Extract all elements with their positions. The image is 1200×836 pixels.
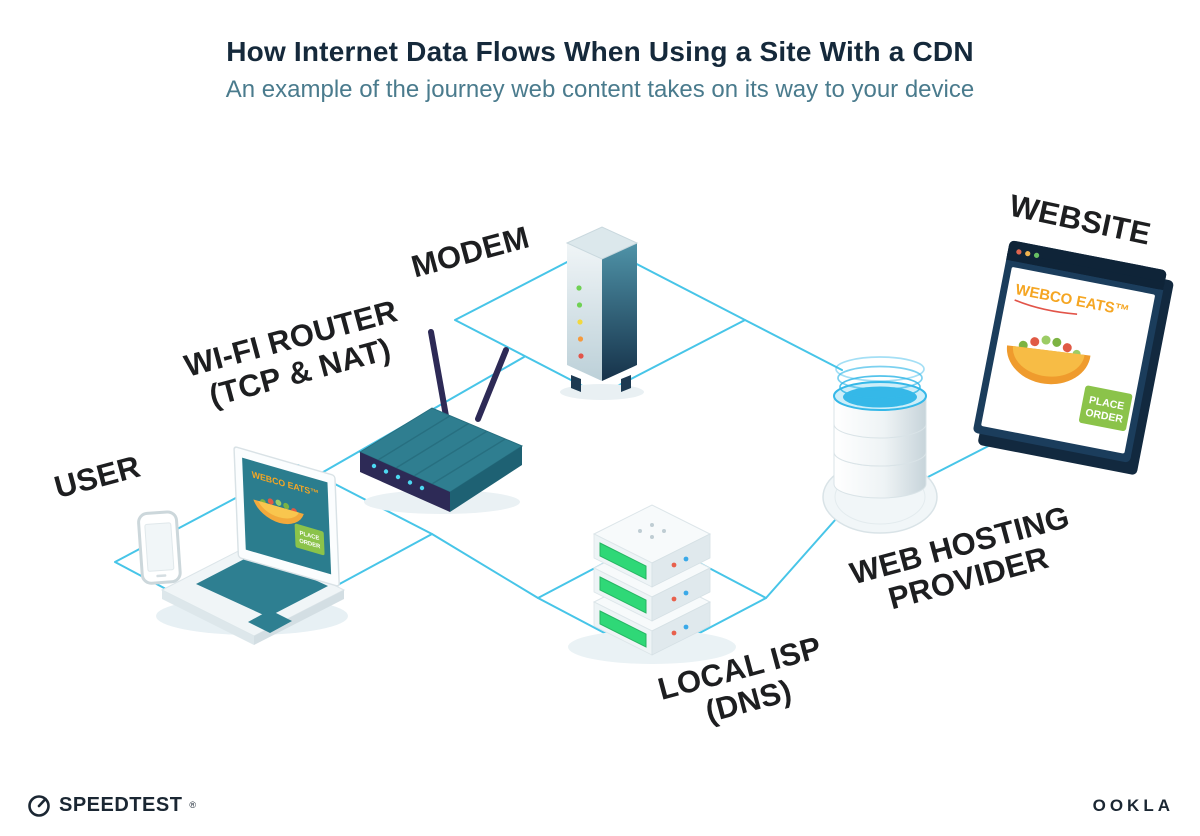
link-modem-to-hosting: [744, 319, 843, 371]
router-front-face: [360, 452, 450, 512]
router-side-face: [450, 446, 522, 512]
led-dot: [683, 624, 689, 630]
laptop-keyboard: [196, 553, 328, 617]
router-led-lights: [371, 463, 425, 491]
place-order-button: [1078, 385, 1133, 432]
registered-mark: ®: [189, 800, 197, 810]
label-router: WI-FI ROUTER (TCP & NAT): [181, 293, 401, 413]
server-led-bar: [599, 542, 647, 580]
led-dot: [383, 469, 389, 474]
modem-foot: [621, 375, 631, 392]
label-website: WEBSITE: [1006, 188, 1153, 252]
ookla-logo: OOKLA: [1093, 796, 1174, 816]
label-user: USER: [51, 449, 144, 505]
ookla-wordmark: OOKLA: [1092, 796, 1174, 815]
led-dot: [577, 336, 584, 342]
laptop-order-button: [294, 523, 325, 556]
speedtest-logo: SPEEDTEST ®: [26, 792, 196, 818]
led-dot: [577, 319, 583, 325]
web-hosting-illustration: [822, 356, 938, 534]
led-dot: [395, 474, 401, 480]
page-title: How Internet Data Flows When Using a Sit…: [226, 36, 974, 67]
brand-underline: [1014, 299, 1078, 315]
link-isp-to-hosting: [765, 518, 837, 599]
server-led-bar: [599, 610, 647, 648]
phone-screen: [144, 522, 175, 572]
server-led-bar: [599, 576, 647, 614]
taco-icon: [253, 498, 304, 525]
modem-illustration: [560, 226, 644, 400]
wifi-router-illustration: [358, 329, 524, 514]
router-antenna-left: [428, 329, 449, 419]
modem-status-leds: [576, 285, 584, 359]
led-dot: [671, 630, 677, 636]
link-laptop-to-isp: [431, 533, 539, 599]
led-dot: [683, 556, 689, 562]
led-dot: [576, 302, 583, 308]
user-device-illustration: WEBCO EATS™ PLACE ORDER: [137, 446, 348, 645]
led-dot: [576, 285, 582, 291]
led-dot: [671, 596, 677, 602]
modem-right-face: [602, 243, 637, 381]
modem-left-face: [567, 243, 602, 381]
laptop-screen: WEBCO EATS™ PLACE ORDER: [233, 446, 340, 587]
window-control-dots: [1016, 249, 1040, 258]
water-surface: [843, 386, 917, 408]
router-antenna-right: [475, 347, 509, 422]
laptop-base: [160, 543, 346, 645]
modem-top-face: [565, 226, 639, 260]
website-browser-illustration: WEBCO EATS™ PLACE ORDER: [973, 240, 1174, 475]
led-dot: [683, 590, 689, 596]
led-dot: [371, 463, 377, 469]
server-top-vents: [638, 523, 666, 539]
speedtest-gauge-icon: [28, 795, 50, 817]
phone-home-bar: [156, 574, 167, 578]
led-dot: [671, 562, 677, 568]
modem-foot: [571, 375, 581, 392]
laptop-order-button-line1: PLACE: [300, 531, 320, 543]
laptop-trackpad: [248, 610, 292, 633]
speedtest-wordmark: SPEEDTEST: [59, 793, 183, 816]
page-subtitle: An example of the journey web content ta…: [225, 76, 975, 103]
signal-rings: [835, 356, 925, 399]
led-dot: [407, 480, 413, 485]
led-dot: [419, 485, 425, 491]
server-unit: [592, 504, 712, 588]
browser-top-bar-fill: [1006, 251, 1165, 291]
database-cylinder-open: [833, 381, 927, 439]
isp-server-illustration: [568, 504, 736, 664]
taco-icon: [1006, 335, 1091, 385]
led-dot: [578, 353, 584, 359]
smartphone-icon: [137, 510, 182, 585]
label-modem: MODEM: [408, 219, 533, 284]
